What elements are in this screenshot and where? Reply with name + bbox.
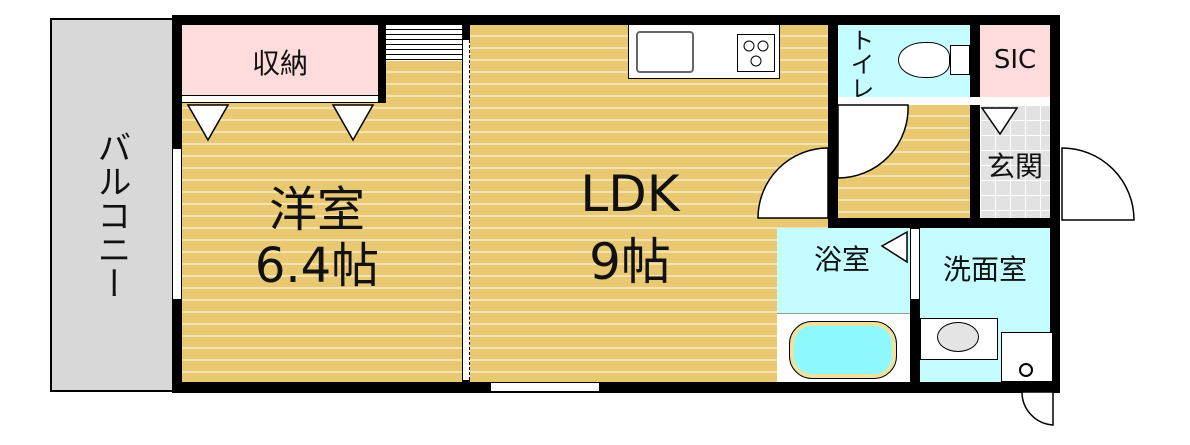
stove xyxy=(737,34,775,72)
bathroom-label: 浴室 xyxy=(813,243,870,276)
ldk-name: LDK xyxy=(580,165,680,223)
toilet-door-swing xyxy=(837,104,909,179)
back-door-swing xyxy=(1021,391,1054,426)
western-door-marker-2 xyxy=(331,104,375,142)
storage xyxy=(182,25,378,95)
toilet-tank xyxy=(950,45,970,75)
western-door-marker-1 xyxy=(186,104,230,142)
stove-burner xyxy=(750,55,762,67)
toilet-label: トイレ xyxy=(846,28,874,100)
sic-label: SIC xyxy=(993,45,1037,75)
drain-icon xyxy=(1019,363,1033,377)
washing-machine-pan xyxy=(1001,332,1053,382)
hall-door-frame xyxy=(838,97,1050,105)
stairs xyxy=(386,25,462,61)
bath-wall xyxy=(910,228,920,382)
sliding-door[interactable] xyxy=(462,40,470,380)
ldk-size: 9帖 xyxy=(589,233,671,291)
bath-marker xyxy=(880,230,908,264)
balcony-window xyxy=(172,148,182,300)
stove-burner xyxy=(757,40,769,52)
entrance-door-swing xyxy=(1061,147,1135,221)
western-room-name: 洋室 xyxy=(268,182,365,238)
washroom-label: 洗面室 xyxy=(942,253,1027,286)
entrance-label: 玄関 xyxy=(986,150,1043,183)
balcony xyxy=(50,18,174,392)
wash-basin xyxy=(937,322,979,352)
storage-shelf xyxy=(182,95,378,103)
bathtub-basin xyxy=(789,321,897,379)
bath-door[interactable] xyxy=(910,228,920,300)
toilet-bowl xyxy=(898,42,950,78)
storage-label: 収納 xyxy=(251,47,308,80)
storage-wall xyxy=(378,25,386,103)
balcony-label: バルコニー xyxy=(91,130,131,300)
entrance-marker xyxy=(980,107,1019,136)
entrance xyxy=(980,105,1050,218)
ldk-window xyxy=(490,382,600,392)
sic xyxy=(980,25,1050,97)
western-room-size: 6.4帖 xyxy=(254,238,380,294)
sink xyxy=(636,31,694,73)
ldk-door-swing xyxy=(757,147,829,219)
stove-burner xyxy=(743,40,755,52)
